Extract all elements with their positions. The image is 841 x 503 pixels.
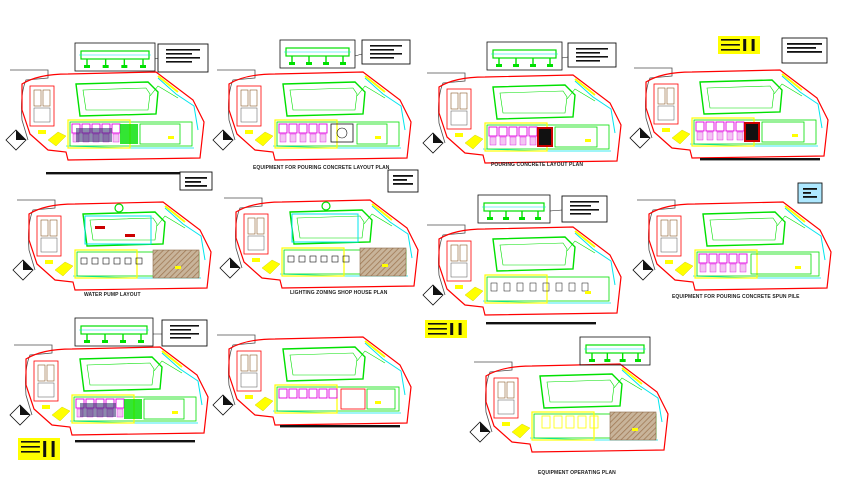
plan-9-site-plan [9, 344, 209, 436]
plan-7-title-block [425, 320, 467, 338]
plan-8-title-block [797, 182, 823, 204]
plan-6-title: LIGHTING ZONING SHOP HOUSE PLAN [290, 290, 388, 296]
plan-8-site-plan [632, 199, 832, 291]
plan-7-section-inset [477, 194, 608, 224]
plan-3-title: POURING CONCRETE LAYOUT PLAN [491, 162, 584, 168]
plan-5-title: WATER PUMP LAYOUT [84, 292, 141, 298]
plan-5-site-plan [12, 199, 212, 291]
plan-7-site-plan [422, 224, 622, 316]
plan-9-section-inset [74, 317, 208, 347]
plan-1-scale-bar [46, 172, 191, 175]
plan-4-title-block [718, 36, 828, 64]
plan-3-site-plan [422, 72, 622, 164]
plan-9-title-block [18, 438, 60, 460]
plan-11-section-inset [579, 336, 651, 366]
plan-6-site-plan [219, 197, 419, 289]
plan-3-section-inset [486, 41, 617, 71]
plan-4-site-plan [629, 67, 829, 159]
plan-5-title-block [179, 171, 213, 191]
plan-9-scale-bar [75, 440, 195, 443]
plan-8-title: EQUIPMENT FOR POURING CONCRETE SPUN PILE [672, 294, 800, 300]
plan-2-section-inset [279, 39, 411, 69]
plan-6-title-block [387, 169, 419, 193]
plan-1-section-inset [74, 42, 209, 73]
plan-2-site-plan [212, 69, 412, 161]
plan-10-scale-bar [280, 425, 400, 428]
plan-2-title: EQUIPMENT FOR POURING CONCRETE LAYOUT PL… [253, 165, 390, 171]
plan-10-site-plan [212, 334, 412, 426]
plan-4-scale-bar [700, 158, 820, 161]
plan-11-site-plan [469, 361, 669, 453]
plan-11-title: EQUIPMENT OPERATING PLAN [538, 470, 616, 476]
plan-7-scale-bar [486, 322, 596, 325]
plan-1-site-plan [5, 69, 205, 161]
